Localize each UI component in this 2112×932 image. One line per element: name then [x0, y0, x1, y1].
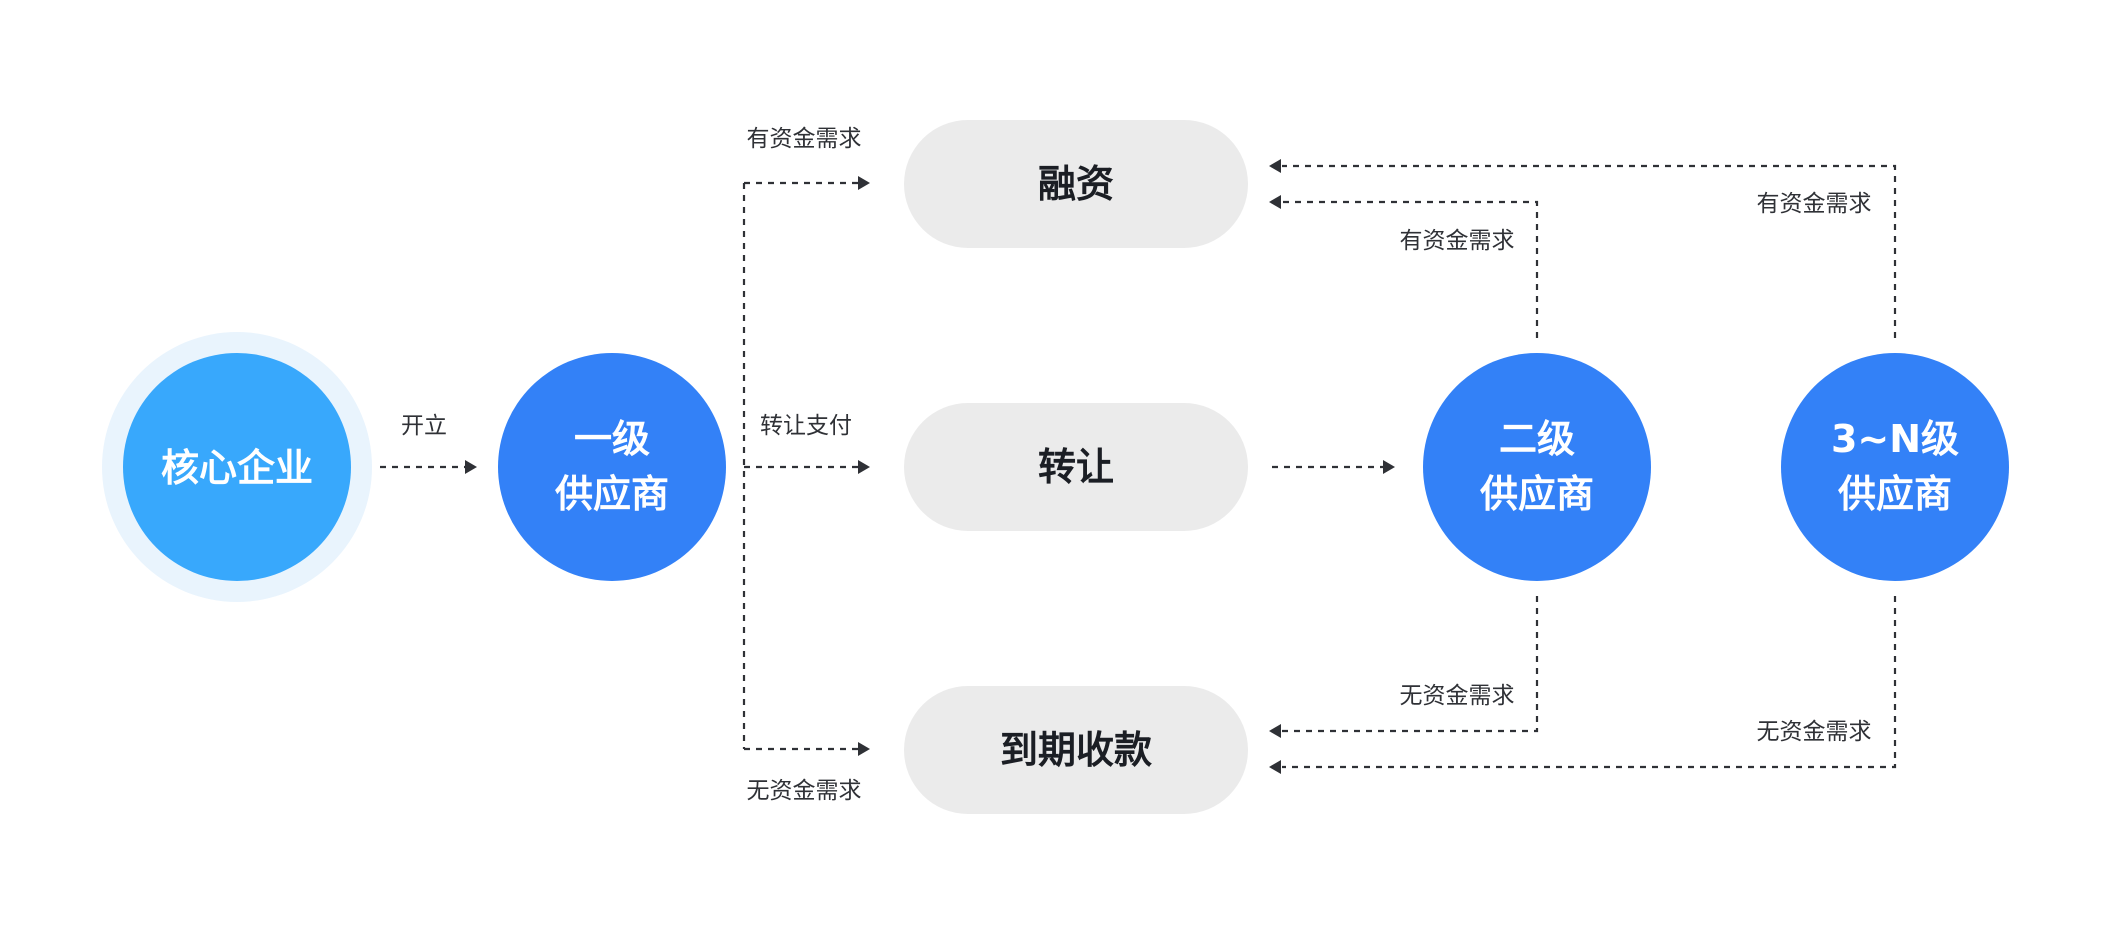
tier3n-supplier-label-line1: 3~N级: [1831, 417, 1959, 461]
edge-tier2-financing-line: [1282, 200, 1539, 338]
label-tier1-no-need: 无资金需求: [747, 778, 862, 804]
edge-tier3n-collection-arrow: [1269, 760, 1281, 774]
edges: [380, 159, 1897, 774]
edge-labels: 开立 有资金需求 转让支付 无资金需求 有资金需求 无资金需求 有资金需求 无资…: [401, 126, 1872, 804]
tier3n-supplier-circle: [1781, 353, 2009, 581]
tier2-supplier-label-line1: 二级: [1499, 417, 1575, 461]
financing-pill: [904, 120, 1248, 248]
node-tier1-supplier: 一级 供应商: [498, 353, 726, 581]
edge-tier3n-financing-line: [1282, 164, 1897, 338]
edge-tier3n-financing-arrow: [1269, 159, 1281, 173]
collection-label: 到期收款: [1000, 728, 1152, 772]
transfer-pill: [904, 403, 1248, 531]
edge-transfer-tier2-arrow: [1383, 460, 1395, 474]
label-tier1-has-need: 有资金需求: [747, 126, 862, 152]
core-enterprise-circle: [123, 353, 351, 581]
label-issue: 开立: [401, 413, 447, 439]
tier3n-supplier-label-line2: 供应商: [1838, 472, 1952, 516]
node-collection: 到期收款: [904, 686, 1248, 814]
label-tier2-no-need: 无资金需求: [1400, 683, 1515, 709]
label-tier3n-has-need: 有资金需求: [1757, 191, 1872, 217]
node-financing: 融资: [904, 120, 1248, 248]
tier1-supplier-circle: [498, 353, 726, 581]
edge-tier1-collection-arrow: [858, 742, 870, 756]
edge-tier2-financing-arrow: [1269, 195, 1281, 209]
tier1-supplier-label-line2: 供应商: [555, 472, 669, 516]
label-tier3n-no-need: 无资金需求: [1757, 719, 1872, 745]
node-tier2-supplier: 二级 供应商: [1423, 353, 1651, 581]
tier2-supplier-circle: [1423, 353, 1651, 581]
collection-pill: [904, 686, 1248, 814]
transfer-label: 转让: [1038, 445, 1114, 489]
tier2-supplier-label-line2: 供应商: [1480, 472, 1594, 516]
financing-label: 融资: [1038, 162, 1114, 206]
edge-issue-arrow: [465, 460, 477, 474]
node-core-enterprise: 核心企业: [102, 332, 372, 602]
edge-tier2-collection-line: [1282, 596, 1539, 733]
edge-tier1-transfer-arrow: [858, 460, 870, 474]
label-tier1-transfer-pay: 转让支付: [760, 413, 852, 439]
node-transfer: 转让: [904, 403, 1248, 531]
edge-tier3n-collection-line: [1282, 596, 1897, 769]
core-enterprise-label: 核心企业: [161, 446, 313, 490]
tier1-supplier-label-line1: 一级: [574, 417, 650, 461]
edge-tier1-financing-arrow: [858, 176, 870, 190]
node-tier3n-supplier: 3~N级 供应商: [1781, 353, 2009, 581]
label-tier2-has-need: 有资金需求: [1400, 228, 1515, 254]
edge-tier2-collection-arrow: [1269, 724, 1281, 738]
